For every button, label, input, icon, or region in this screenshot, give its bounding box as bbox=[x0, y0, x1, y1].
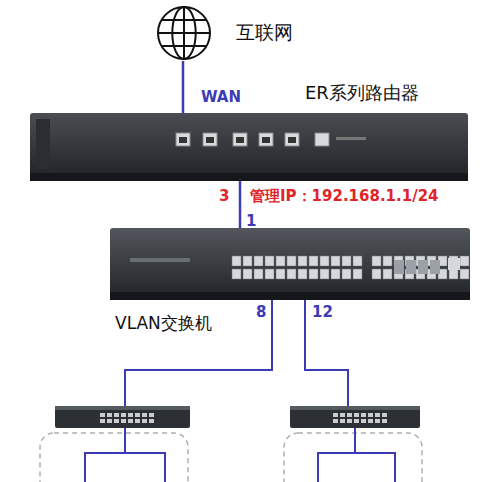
wire bbox=[305, 300, 348, 406]
access-switch bbox=[55, 406, 190, 428]
edge-label: WAN bbox=[201, 88, 241, 106]
vlan-region bbox=[284, 433, 422, 482]
device-label: 互联网 bbox=[236, 20, 293, 46]
router-device: ER系列路由器 bbox=[30, 113, 468, 181]
globe-icon bbox=[156, 5, 212, 61]
port-number: 1 bbox=[246, 212, 256, 230]
switch-icon bbox=[110, 228, 470, 300]
wire bbox=[318, 453, 395, 482]
port-number: 12 bbox=[312, 303, 333, 321]
wire bbox=[354, 428, 356, 453]
wire bbox=[124, 428, 126, 453]
wire bbox=[85, 453, 165, 482]
port-number: 8 bbox=[256, 303, 266, 321]
internet-cloud: 互联网 bbox=[156, 5, 212, 61]
vlan-region bbox=[40, 433, 188, 482]
router-icon bbox=[30, 113, 468, 181]
switch-device: VLAN交换机 bbox=[110, 228, 470, 300]
ip-address-note: 管理IP：192.168.1.1/24 bbox=[250, 187, 439, 206]
port-number: 3 bbox=[219, 187, 229, 205]
network-cable bbox=[182, 61, 185, 113]
network-cable bbox=[239, 181, 242, 228]
device-label: ER系列路由器 bbox=[305, 81, 419, 105]
device-label: VLAN交换机 bbox=[115, 312, 212, 335]
access-switch bbox=[290, 406, 420, 428]
